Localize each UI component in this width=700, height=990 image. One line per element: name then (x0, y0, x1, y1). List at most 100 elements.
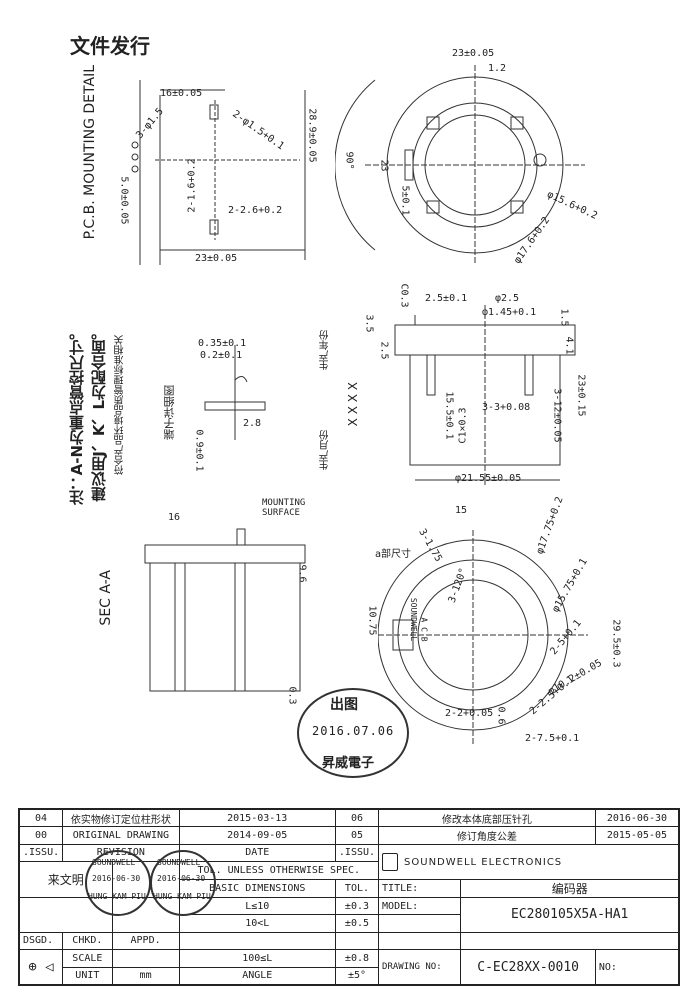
title-value: 编码器 (460, 878, 679, 898)
side-dim-9: 23±0.15 (575, 374, 587, 417)
appd-label: APPD. (111, 931, 180, 951)
release-stamp-date: 2016.07.06 (312, 724, 395, 738)
tol-dim-3: 100≤L (178, 949, 336, 968)
bottom-dim-7: 10.75 (366, 605, 378, 636)
rev-no: 00 (18, 826, 64, 845)
top-dim-2: 1.2 (488, 63, 507, 74)
month-label: 生产月份 (320, 430, 331, 470)
side-dim-11: 3-12±0.05 (551, 388, 563, 443)
top-dim-3: 90° (343, 151, 355, 170)
section-dim-3: 0.3 (286, 686, 298, 705)
bottom-dim-6: 29.5±0.3 (610, 619, 622, 668)
top-dim-1: 23±0.05 (452, 48, 495, 59)
approval-stamp-1-date: 2016-06-30 (92, 874, 141, 883)
pcb-dim-6: 2-2.6+0.2 (228, 205, 283, 216)
projection-icon: ⊕ ◁ (18, 949, 64, 985)
rev-desc: 依实物修订定位柱形状 (62, 808, 180, 828)
section-drawing (144, 528, 306, 692)
side-dim-1: C0.3 (398, 283, 410, 308)
bottom-dim-13: 2-7.5+0.1 (525, 733, 580, 744)
document-header: 文件发行 (70, 34, 150, 58)
side-dim-10: 3-3+0.08 (482, 402, 531, 413)
terminal-drawing (204, 345, 266, 440)
dsgd-label: DSGD. (18, 931, 64, 951)
side-dim-5: 3.5 (363, 314, 375, 333)
side-dim-13: C1×0.3 (457, 407, 469, 444)
tol-dim-2: 10<L (178, 914, 336, 933)
pcb-dim-5: 2-1.6+0.2 (186, 158, 198, 213)
terminal-dim-4: 0.9±0.1 (193, 429, 205, 472)
note-2: 建议用J、K、L为配合面。 (90, 325, 108, 502)
date-code: X X X X (346, 382, 360, 427)
approval-stamp-2-date: 2016-06-30 (157, 874, 206, 883)
section-dim-1: 16 (168, 512, 181, 523)
terminal-dim-2: 0.2±0.1 (200, 350, 243, 361)
side-dim-12: 15.5±0.1 (443, 391, 455, 440)
terminal-dim-3: 2.8 (243, 418, 262, 429)
bottom-terms: A C B (419, 617, 429, 642)
approval-stamp-2-bottom: HUNG KAM PIU (153, 892, 211, 901)
rev-date2: 2015-05-05 (594, 826, 680, 845)
issu-header-2: .ISSU. (334, 843, 380, 863)
chkd-label: CHKD. (62, 931, 113, 951)
soundwell-logo (382, 852, 399, 871)
scale-label: SCALE (62, 949, 113, 968)
side-dim-8: 4.1 (563, 336, 575, 355)
rev-no2: 06 (334, 808, 380, 828)
rev-no2: 05 (334, 826, 380, 845)
year-label: 生产年份 (320, 330, 331, 370)
release-stamp-bottom: 昇威電子 (322, 756, 375, 771)
top-dim-4: 23 (378, 159, 390, 172)
bottom-dim-11: 2-2+0.05 (445, 708, 494, 719)
side-dim-2: 2.5±0.1 (425, 293, 468, 304)
tol-label: TOL. (334, 878, 380, 898)
model-value: EC280105X5A-HA1 (460, 896, 679, 933)
approval-stamp-2 (150, 850, 216, 916)
pcb-mounting-drawing (131, 80, 306, 265)
approval-stamp-2-top: SOUNDWELL (157, 858, 201, 867)
approval-stamp-1-top: SOUNDWELL (92, 858, 136, 867)
side-dim-7: 1.5 (558, 308, 570, 327)
rev-date: 2014-09-05 (178, 826, 336, 845)
pcb-dim-1: 16±0.05 (160, 88, 203, 99)
side-dim-3: φ2.5 (495, 293, 520, 304)
terminal-dim-1: 0.35±0.1 (198, 338, 247, 349)
side-dim-4: φ1.45+0.1 (482, 307, 537, 318)
issu-header: .ISSU. (18, 843, 64, 863)
rev-date2: 2016-06-30 (594, 808, 680, 828)
tol-val-3: ±0.8 (334, 949, 380, 968)
approval-stamp-1-bottom: HUNG KAM PIU (88, 892, 146, 901)
unit-value: mm (111, 966, 180, 986)
tol-val-1: ±0.3 (334, 896, 380, 916)
tol-dim-4: ANGLE (178, 966, 336, 986)
top-view-drawing (335, 65, 585, 265)
terminal-label: 端子详细图 (163, 385, 176, 440)
side-note: 符合产品环境品质管理标准相关 (115, 335, 126, 475)
bottom-brand: SOUNDWELL (409, 597, 419, 642)
unit-label: UNIT (62, 966, 113, 986)
pcb-label: P.C.B. MOUNTING DETAIL (82, 65, 98, 240)
rev-no: 04 (18, 808, 64, 828)
title-block: 04 依实物修订定位柱形状 2015-03-13 06 修改本体底部压针孔 20… (18, 808, 680, 986)
pcb-dim-4: 28.9±0.05 (306, 108, 318, 163)
side-dim-6: 2.5 (378, 341, 390, 360)
rev-desc2: 修改本体底部压针孔 (378, 808, 596, 828)
no-label: NO: (594, 949, 680, 985)
release-stamp (297, 688, 409, 778)
side-dim-14: φ21.55±0.05 (455, 473, 522, 484)
rev-desc: ORIGINAL DRAWING (62, 826, 180, 845)
note-1: 注：A-N为重点管控尺寸。 (68, 325, 86, 506)
release-stamp-top: 出图 (330, 697, 358, 713)
pcb-dim-7: 5.0±0.05 (118, 176, 130, 225)
top-dim-5: 5±0.1 (399, 185, 411, 216)
bottom-dim-12: 0.6 (495, 706, 507, 725)
company-name: SOUNDWELL ELECTRONICS (404, 856, 563, 868)
side-view-drawing (394, 305, 576, 485)
title-label: TITLE: (378, 878, 462, 898)
mounting-surface: MOUNTING SURFACE (262, 498, 306, 518)
section-label: SEC A-A (98, 570, 114, 626)
rev-desc2: 修订角度公差 (378, 826, 596, 845)
drawing-label: DRAWING NO: (378, 949, 462, 985)
company-cell: SOUNDWELL ELECTRONICS (378, 843, 679, 880)
tol-val-2: ±0.5 (334, 914, 380, 933)
